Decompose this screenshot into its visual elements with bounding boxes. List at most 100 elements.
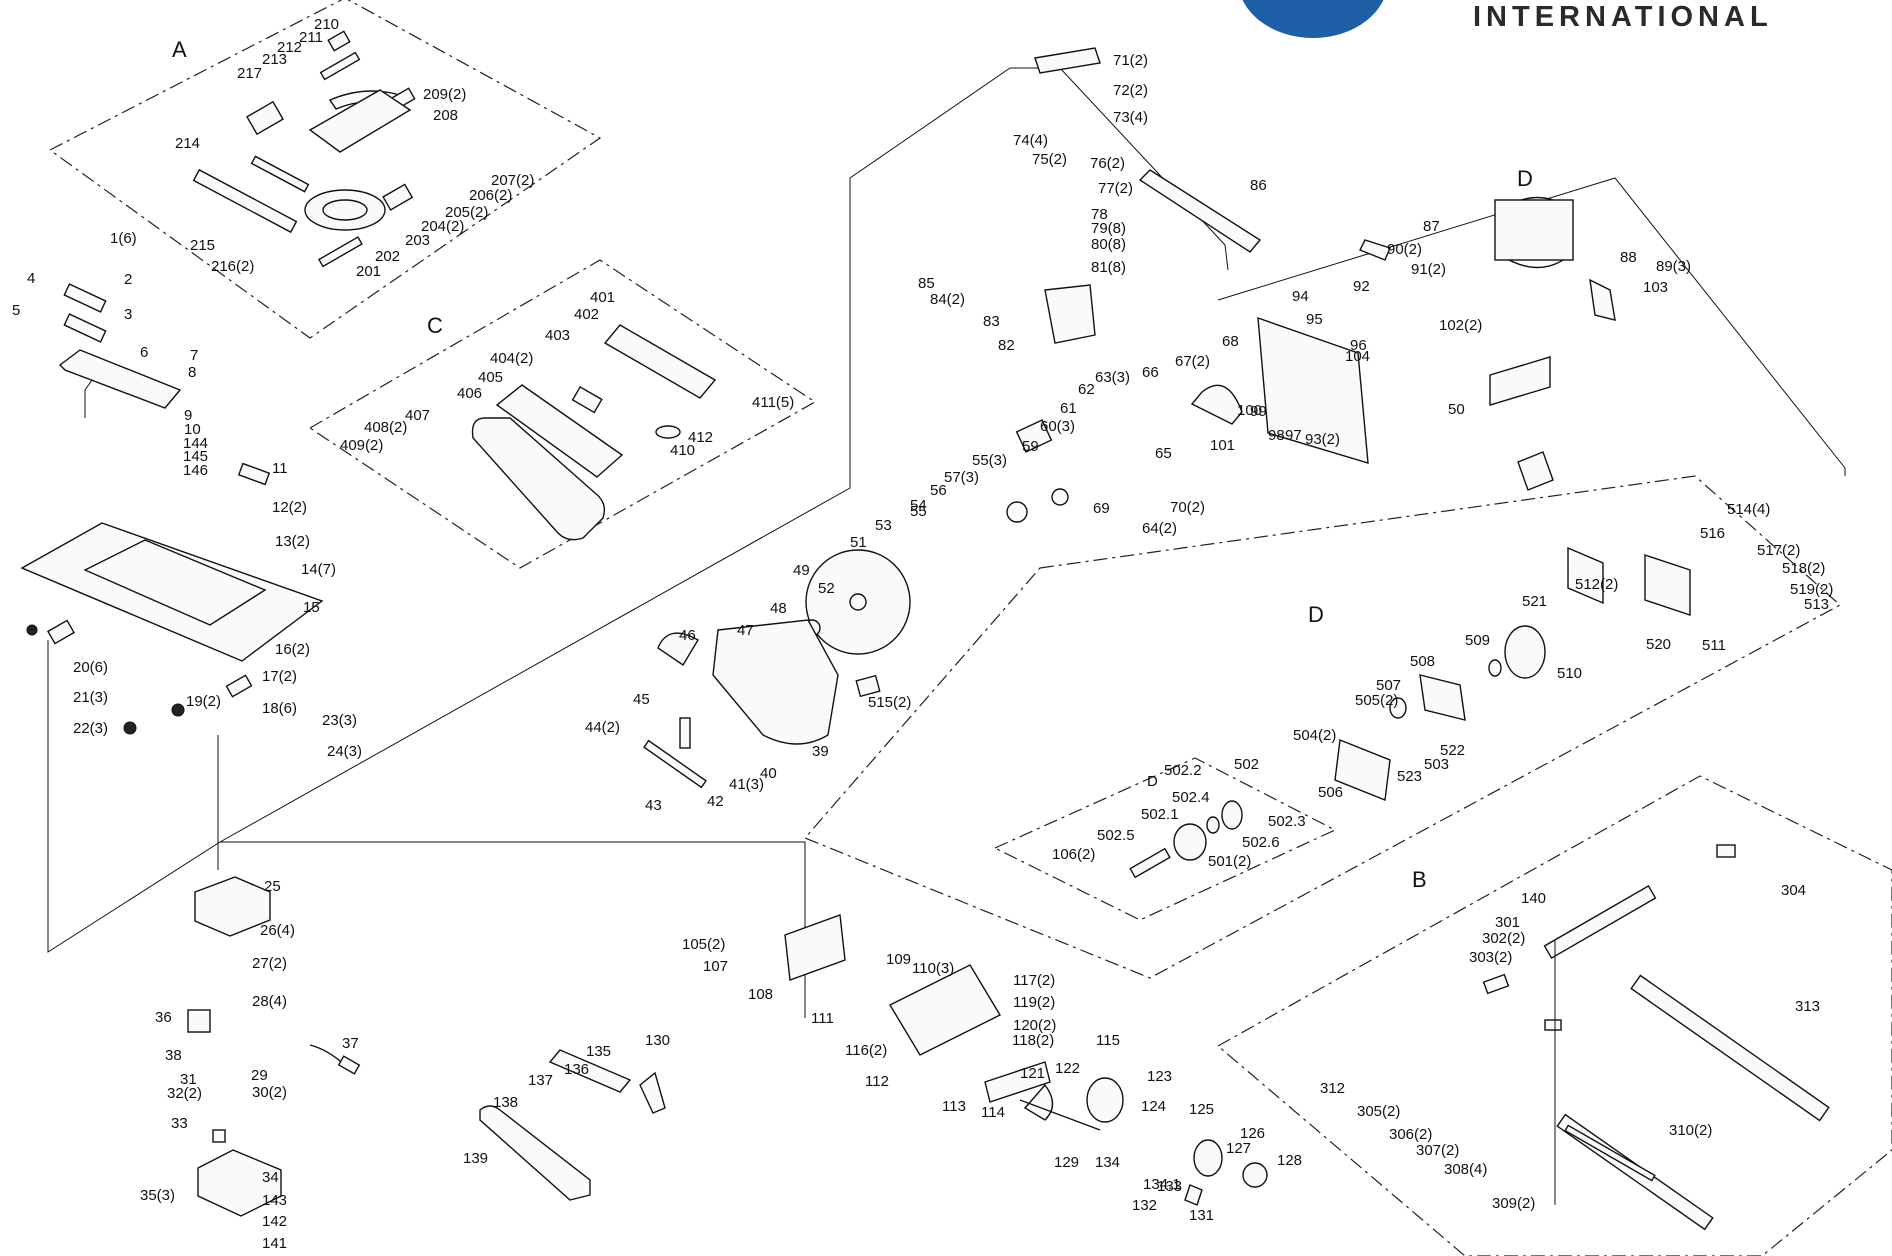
part-label: 82: [998, 337, 1015, 354]
part-label: 13(2): [275, 533, 310, 550]
part-label: 25: [264, 878, 281, 895]
part-label: 121: [1020, 1065, 1045, 1082]
brand-text: INTERNATIONAL: [1473, 1, 1773, 33]
frame-lines: [47, 67, 1846, 1018]
part-label: 402: [574, 306, 599, 323]
part-label: 50: [1448, 401, 1465, 418]
part-label: 16(2): [275, 641, 310, 658]
part-label: 502.6: [1242, 834, 1280, 851]
section-label: B: [1412, 867, 1427, 892]
part-label: 216(2): [211, 258, 254, 275]
part-labels: 210 211 212 213 217 209(2) 208 214 207(2…: [12, 16, 1833, 1252]
part-label: 107: [703, 958, 728, 975]
part-label: 215: [190, 237, 215, 254]
part-label: 57(3): [944, 469, 979, 486]
part-label: 28(4): [252, 993, 287, 1010]
part-label: 134: [1095, 1154, 1120, 1171]
part-label: 305(2): [1357, 1103, 1400, 1120]
part-label: 85: [918, 275, 935, 292]
part-label: 91(2): [1411, 261, 1446, 278]
part-label: 138: [493, 1094, 518, 1111]
part-label: 202: [375, 248, 400, 265]
part-label: 15: [303, 599, 320, 616]
part-label: 20(6): [73, 659, 108, 676]
part-label: 404(2): [490, 350, 533, 367]
part-label: 503: [1424, 756, 1449, 773]
part-label: 141: [262, 1235, 287, 1252]
part-label: 406: [457, 385, 482, 402]
part-label: 75(2): [1032, 151, 1067, 168]
part-label: 403: [545, 327, 570, 344]
part-label: 72(2): [1113, 82, 1148, 99]
part-label: 95: [1306, 311, 1323, 328]
part-label: 212: [277, 39, 302, 56]
part-label: 63(3): [1095, 369, 1130, 386]
section-d-sub-outline: [993, 757, 1337, 921]
part-label: 3: [124, 306, 132, 323]
part-label: 35(3): [140, 1187, 175, 1204]
part-label: 502: [1234, 756, 1259, 773]
part-label: 21(3): [73, 689, 108, 706]
section-b-outline: [1216, 775, 1892, 1256]
part-label: 127: [1226, 1140, 1251, 1157]
section-label: D: [1517, 166, 1533, 191]
part-label: 116(2): [845, 1042, 887, 1059]
part-label: 301: [1495, 914, 1520, 931]
part-label: 47: [737, 622, 754, 639]
part-label: 96: [1350, 337, 1367, 354]
part-label: 506: [1318, 784, 1343, 801]
section-letters: A B C D D D: [172, 37, 1533, 892]
part-label: 2: [124, 271, 132, 288]
part-label: 133: [1157, 1178, 1182, 1195]
part-label: 81(8): [1091, 259, 1126, 276]
part-label: 89(3): [1656, 258, 1691, 275]
part-label: 55: [910, 503, 927, 520]
part-label: 41(3): [729, 776, 764, 793]
section-d-outline: [803, 475, 1842, 979]
part-label: 37: [342, 1035, 359, 1052]
part-label: 112: [865, 1073, 889, 1090]
part-label: 19(2): [186, 693, 221, 710]
part-label: 60(3): [1040, 418, 1075, 435]
part-label: 513: [1804, 596, 1829, 613]
part-label: 43: [645, 797, 662, 814]
part-label: 408(2): [364, 419, 407, 436]
part-label: 53: [875, 517, 892, 534]
part-label: 519(2): [1790, 581, 1833, 598]
part-label: 23(3): [322, 712, 357, 729]
part-label: 88: [1620, 249, 1637, 266]
part-label: 213: [262, 51, 287, 68]
part-label: 6: [140, 344, 148, 361]
part-label: 128: [1277, 1152, 1302, 1169]
part-label: 11: [272, 460, 288, 477]
part-label: 65: [1155, 445, 1172, 462]
part-label: 42: [707, 793, 724, 810]
part-label: 310(2): [1669, 1122, 1712, 1139]
part-label: 516: [1700, 525, 1725, 542]
part-label: 502.4: [1172, 789, 1210, 806]
part-label: 518(2): [1782, 560, 1825, 577]
section-a-outline: [48, 0, 602, 339]
part-label: 119(2): [1013, 994, 1055, 1011]
part-label: 207(2): [491, 172, 534, 189]
part-label: 217: [237, 65, 262, 82]
part-label: 126: [1240, 1125, 1265, 1142]
part-label: 26(4): [260, 922, 295, 939]
part-label: 8: [188, 364, 196, 381]
part-label: 102(2): [1439, 317, 1482, 334]
part-label: 4: [27, 270, 35, 287]
part-label: 14(7): [301, 561, 336, 578]
part-label: 123: [1147, 1068, 1172, 1085]
part-label: 410: [670, 442, 695, 459]
part-label: 34: [262, 1169, 279, 1186]
section-label: C: [427, 313, 443, 338]
part-label: 39: [812, 743, 829, 760]
part-label: 411(5): [752, 394, 794, 411]
part-label: 201: [356, 263, 381, 280]
part-label: 105(2): [682, 936, 725, 953]
part-label: 210: [314, 16, 339, 33]
part-label: 137: [528, 1072, 553, 1089]
part-label: 523: [1397, 768, 1422, 785]
part-label: 204(2): [421, 218, 464, 235]
